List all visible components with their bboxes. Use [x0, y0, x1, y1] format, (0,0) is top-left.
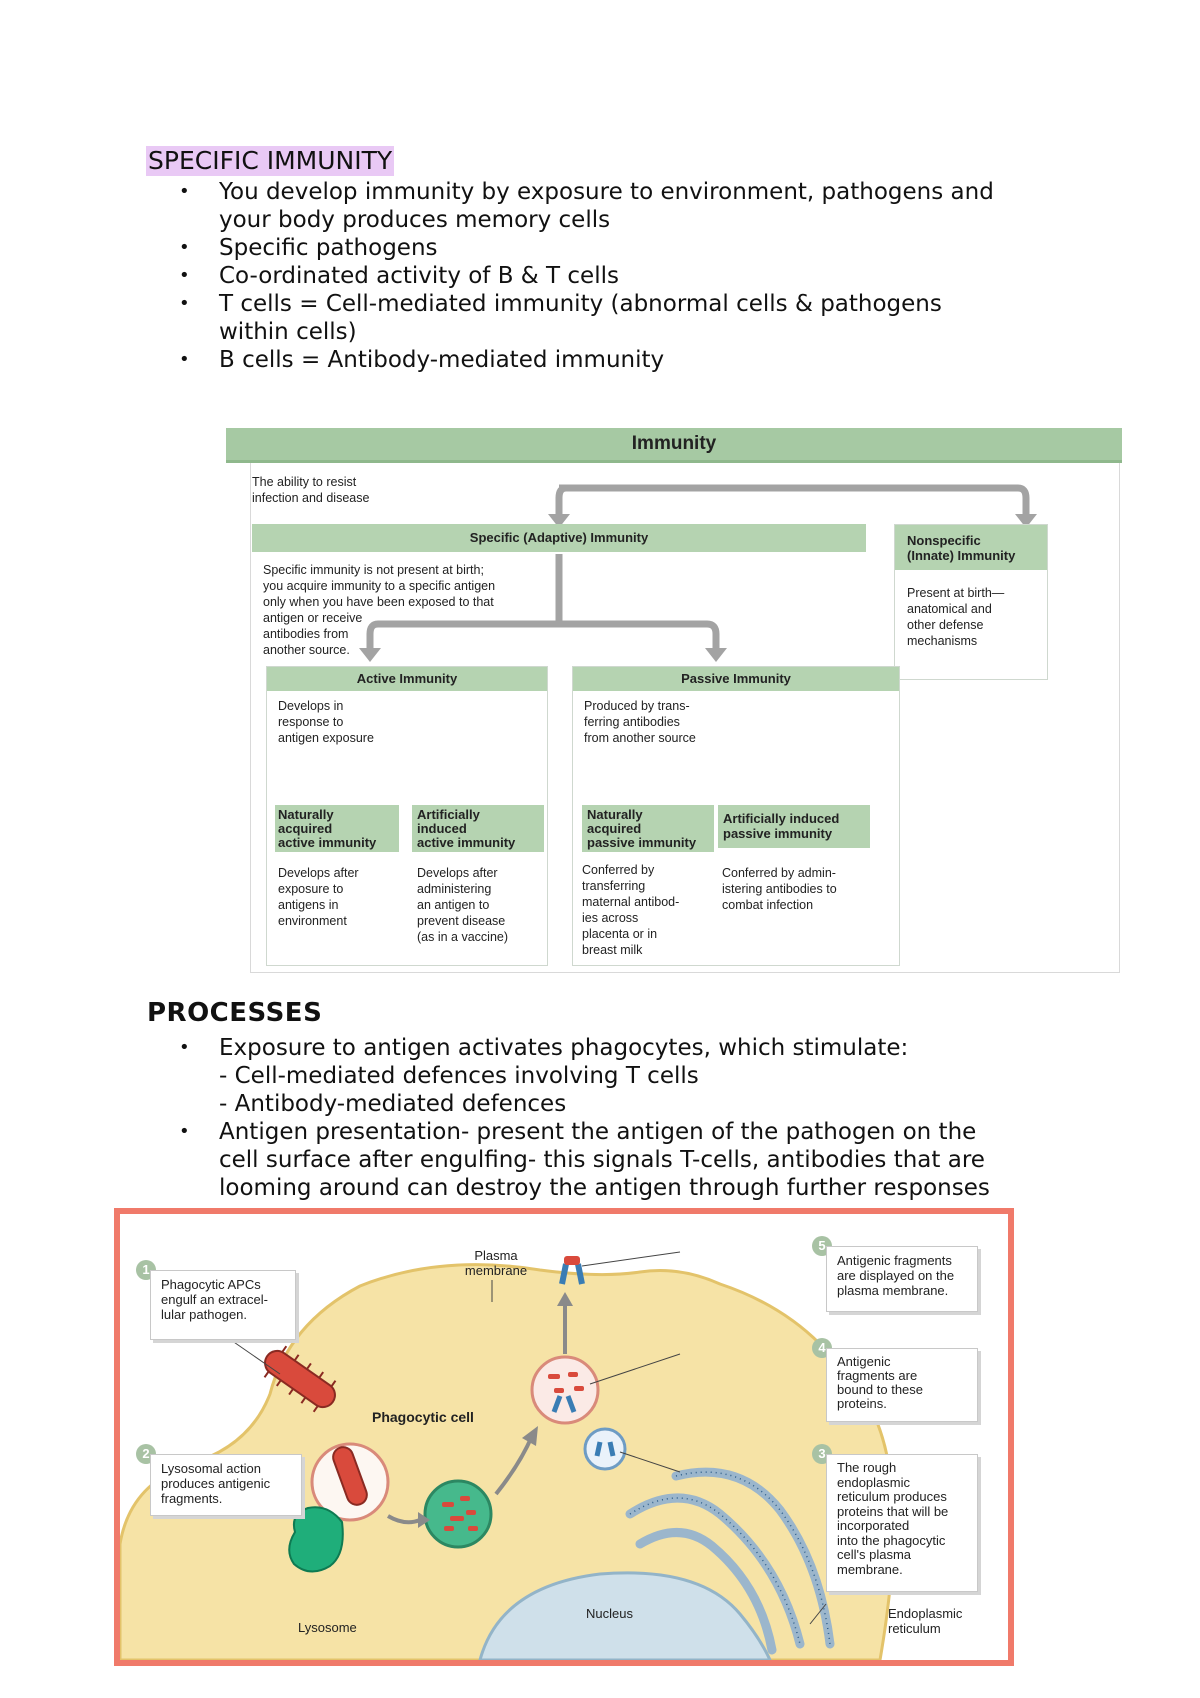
bullet-icon: • [179, 181, 190, 202]
naturally-acquired-passive-title: Naturally acquired passive immunity [582, 805, 714, 852]
bullet-line: - Antibody-mediated defences [219, 1091, 567, 1117]
step-1-callout: Phagocytic APCs engulf an extracel- lula… [150, 1270, 296, 1340]
naturally-acquired-passive-text: Conferred by transferring maternal antib… [582, 863, 680, 957]
fusion-vesicle [530, 1355, 600, 1425]
lysosome-label: Lysosome [298, 1620, 357, 1635]
surface-mhc-icon [559, 1263, 585, 1285]
naturally-acquired-active-text: Develops after exposure to antigens in e… [278, 866, 359, 928]
immunity-classification-diagram: Immunity The ability to resist infection… [226, 428, 1122, 973]
displayed-antigen [564, 1256, 580, 1265]
bullet-line: your body produces memory cells [219, 207, 611, 233]
bullet-line: looming around can destroy the antigen t… [219, 1175, 990, 1201]
antigen-fragments [442, 1496, 478, 1531]
specific-immunity-bullet-list: • You develop immunity by exposure to env… [146, 178, 1066, 374]
nucleus-label: Nucleus [586, 1606, 633, 1621]
bullet-item: • Exposure to antigen activates phagocyte… [146, 1034, 1066, 1118]
engulfed-pathogen [263, 1345, 337, 1413]
step-5-callout: Antigenic fragments are displayed on the… [826, 1246, 978, 1312]
digestion-vesicle [423, 1479, 493, 1549]
antigen-presentation-figure: 1 Phagocytic APCs engulf an extracel- lu… [114, 1208, 1014, 1666]
endoplasmic-reticulum-label: Endoplasmic reticulum [888, 1606, 963, 1636]
specific-immunity-text: Specific immunity is not present at birt… [263, 563, 496, 657]
bullet-icon: • [179, 265, 190, 286]
antigen-presentation-illustration [120, 1251, 895, 1660]
step-3-callout: The rough endoplasmic reticulum produces… [826, 1454, 978, 1592]
bullet-item: • B cells = Antibody-mediated immunity [146, 346, 1066, 374]
nonspecific-immunity-text: Present at birth— anatomical and other d… [907, 586, 1005, 648]
bullet-icon: • [179, 293, 190, 314]
diagram-title-bar: Immunity [226, 428, 1122, 463]
phagosome-pathogen [332, 1446, 368, 1506]
nonspecific-immunity-box: Nonspecific (Innate) Immunity Present at… [894, 524, 1048, 680]
specific-immunity-header: Specific (Adaptive) Immunity [252, 524, 866, 554]
artificially-induced-active-text: Develops after administering an antigen … [417, 866, 509, 944]
bullet-icon: • [179, 1121, 190, 1142]
immunity-definition: The ability to resist infection and dise… [252, 475, 370, 505]
artificially-induced-passive-text: Conferred by admin- istering antibodies … [722, 866, 837, 912]
lysosome-shape [288, 1506, 344, 1573]
bullet-item: • You develop immunity by exposure to env… [146, 178, 1066, 234]
bullet-line: B cells = Antibody-mediated immunity [219, 347, 665, 373]
bullet-icon: • [179, 349, 190, 370]
bullet-item: • Antigen presentation- present the antig… [146, 1118, 1066, 1202]
bullet-line: Specific pathogens [219, 235, 438, 261]
bullet-line: You develop immunity by exposure to envi… [219, 179, 994, 205]
er-vesicle [583, 1427, 627, 1471]
bullet-line: Co-ordinated activity of B & T cells [219, 263, 619, 289]
specific-immunity-title: Specific (Adaptive) Immunity [252, 524, 866, 552]
nonspecific-immunity-title: Nonspecific (Innate) Immunity [895, 525, 1047, 570]
bullet-line: T cells = Cell-mediated immunity (abnorm… [219, 291, 942, 317]
section-heading-specific-immunity: SPECIFIC IMMUNITY [146, 146, 395, 176]
bullet-icon: • [179, 237, 190, 258]
naturally-acquired-active-title: Naturally acquired active immunity [275, 805, 399, 852]
bullet-line: Antigen presentation- present the antige… [219, 1119, 977, 1145]
bullet-line: within cells) [219, 319, 357, 345]
step-4-callout: Antigenic fragments are bound to these p… [826, 1348, 978, 1422]
artificially-induced-active-title: Artificially induced active immunity [412, 805, 544, 852]
active-immunity-title: Active Immunity [267, 667, 547, 691]
bullet-item: • Specific pathogens [146, 234, 1066, 262]
mhc-protein-icon [551, 1395, 577, 1413]
active-immunity-text: Develops in response to antigen exposure [278, 699, 374, 745]
passive-immunity-text: Produced by trans- ferring antibodies fr… [584, 699, 696, 745]
bullet-item: • Co-ordinated activity of B & T cells [146, 262, 1066, 290]
bullet-line: Exposure to antigen activates phagocytes… [219, 1035, 909, 1061]
ribosome-dots [629, 1471, 831, 1645]
processes-bullet-list: • Exposure to antigen activates phagocyte… [146, 1034, 1066, 1202]
bullet-line: cell surface after engulfing- this signa… [219, 1147, 985, 1173]
bullet-item: • T cells = Cell-mediated immunity (abnor… [146, 290, 1066, 346]
bullet-icon: • [179, 1037, 190, 1058]
diagram-title: Immunity [631, 433, 717, 454]
artificially-induced-passive-title: Artificially induced passive immunity [718, 805, 870, 848]
phagocytic-cell-label: Phagocytic cell [372, 1409, 474, 1425]
step-2-callout: Lysosomal action produces antigenic frag… [150, 1454, 302, 1516]
passive-immunity-title: Passive Immunity [573, 667, 899, 691]
section-heading-processes: PROCESSES [147, 998, 323, 1028]
bullet-line: - Cell-mediated defences involving T cel… [219, 1063, 699, 1089]
plasma-membrane-label: Plasma membrane [464, 1248, 528, 1278]
nucleus-shape [478, 1571, 772, 1660]
